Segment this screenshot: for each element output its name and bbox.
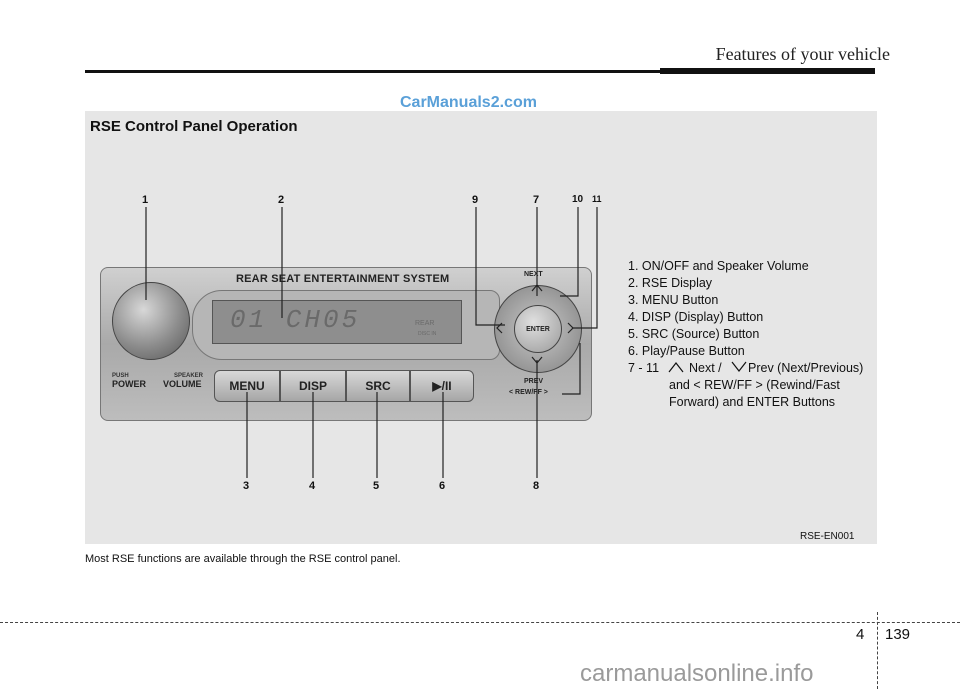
callout-8: 8 (533, 480, 540, 492)
figure-code: RSE-EN001 (800, 531, 855, 542)
display-rear-label: REAR (415, 320, 435, 327)
dial-arrow-right-icon (567, 322, 574, 334)
callout-7: 7 (533, 194, 540, 206)
callout-5: 5 (373, 480, 380, 492)
callout-6: 6 (439, 480, 446, 492)
callout-1: 1 (142, 194, 149, 206)
push-label: PUSH (112, 373, 129, 379)
legend-item-7-next: Next / (689, 361, 722, 375)
callout-9: 9 (472, 194, 479, 206)
legend-item-4: 4. DISP (Display) Button (628, 310, 764, 324)
legend-item-2: 2. RSE Display (628, 276, 713, 290)
callout-10: 10 (572, 194, 584, 205)
callout-3: 3 (243, 480, 250, 492)
play-pause-button: ▶/II (410, 370, 474, 402)
legend-item-5: 5. SRC (Source) Button (628, 327, 760, 341)
display-disc-label: DISC IN (418, 331, 437, 337)
legend-item-7-line3: Forward) and ENTER Buttons (669, 395, 836, 409)
legend-item-6: 6. Play/Pause Button (628, 344, 745, 358)
callout-4: 4 (309, 480, 316, 492)
footer-divider (877, 612, 878, 689)
header-rule (85, 70, 875, 73)
rse-display (212, 300, 462, 344)
legend-item-3: 3. MENU Button (628, 293, 719, 307)
display-readout: 01 CH05 (230, 305, 361, 335)
panel-title: REAR SEAT ENTERTAINMENT SYSTEM (236, 273, 450, 285)
figure-heading: RSE Control Panel Operation (90, 118, 298, 135)
power-volume-knob (112, 282, 190, 360)
callout-11: 11 (592, 194, 602, 204)
header-rule-accent (660, 68, 875, 74)
prev-label: PREV (524, 378, 544, 385)
next-label: NEXT (524, 271, 543, 278)
prev-arrow-icon (731, 361, 747, 372)
page-number: 139 (885, 626, 911, 643)
legend-item-7-prefix: 7 - 11 (628, 361, 660, 375)
legend-item-7-prev: Prev (Next/Previous) (748, 361, 864, 375)
rew-ff-label: < REW/FF > (509, 389, 548, 396)
footer-rule (0, 622, 960, 623)
watermark-bottom: carmanualsonline.info (580, 660, 814, 687)
power-label: POWER (112, 379, 147, 389)
section-title: Features of your vehicle (715, 44, 890, 64)
callout-2: 2 (278, 194, 285, 206)
watermark-link[interactable]: CarManuals2.com (400, 94, 537, 111)
src-button: SRC (346, 370, 410, 402)
body-paragraph: Most RSE functions are available through… (85, 553, 401, 565)
chapter-number: 4 (856, 626, 865, 643)
speaker-label: SPEAKER (174, 373, 204, 379)
legend-item-1: 1. ON/OFF and Speaker Volume (628, 259, 809, 273)
volume-label: VOLUME (163, 379, 202, 389)
enter-button: ENTER (514, 305, 562, 353)
legend-item-7-line2: and < REW/FF > (Rewind/Fast (669, 378, 840, 392)
next-arrow-icon (668, 362, 684, 373)
